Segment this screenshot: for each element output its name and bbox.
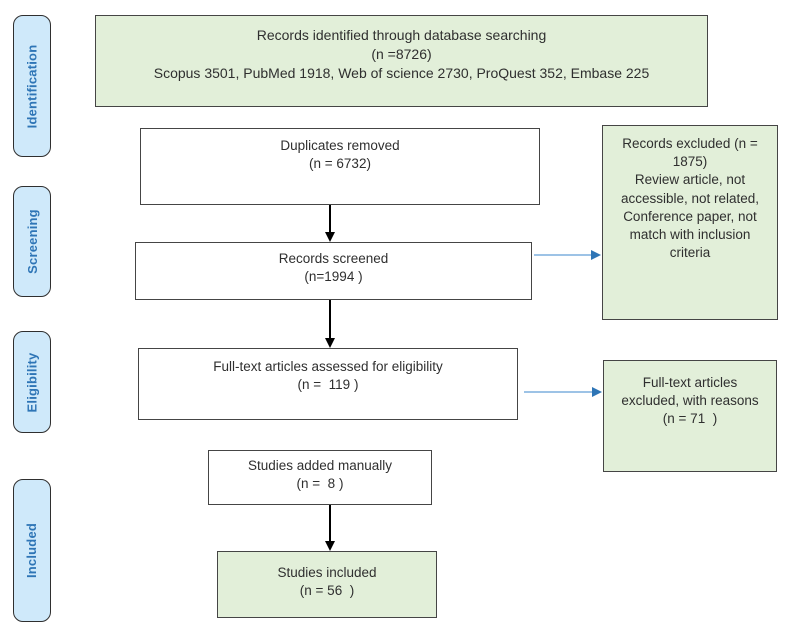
arrow-shaft [329,300,331,338]
arrow-down-head [325,232,335,242]
fulltext-assessed-line1: Full-text articles assessed for eligibil… [213,359,443,374]
arrow-screened-to-fulltext [324,300,336,348]
arrow-fulltext-to-excluded [524,386,602,398]
records-screened-count: (n=1994 ) [304,269,363,285]
studies-included-box: Studies included (n = 56 ) [217,551,437,618]
stage-eligibility-label: Eligibility [24,352,40,412]
duplicates-removed-line1: Duplicates removed [280,138,400,153]
stage-identification-label: Identification [24,44,40,128]
studies-added-count: (n = 8 ) [296,476,344,492]
stage-screening-label: Screening [24,209,40,274]
arrow-shaft [329,205,331,232]
arrow-down-head [325,541,335,551]
studies-included-line1: Studies included [277,565,377,580]
stage-included: Included [13,479,51,622]
stage-included-label: Included [24,522,40,579]
duplicates-removed-box: Duplicates removed (n = 6732) [140,128,540,205]
stage-identification: Identification [13,15,51,157]
arrow-right-head [591,250,601,260]
stage-screening: Screening [13,186,51,297]
duplicates-removed-count: (n = 6732) [309,156,371,172]
arrow-duplicates-to-screened [324,205,336,242]
records-screened-box: Records screened (n=1994 ) [135,242,532,300]
records-excluded-box: Records excluded (n = 1875) Review artic… [602,125,778,320]
records-excluded-reasons: Review article, not accessible, not rela… [620,172,760,261]
fulltext-excluded-count: (n = 71 ) [662,411,718,427]
fulltext-excluded-box: Full-text articles excluded, with reason… [603,360,777,472]
arrow-right-head [592,387,602,397]
records-identified-sources: Scopus 3501, PubMed 1918, Web of science… [153,64,650,81]
arrow-added-to-included [324,505,336,551]
arrow-down-head [325,338,335,348]
arrow-shaft [329,505,331,541]
studies-added-box: Studies added manually (n = 8 ) [208,450,432,505]
fulltext-assessed-count: (n = 119 ) [297,377,359,393]
records-identified-count: (n =8726) [371,45,432,62]
records-identified-box: Records identified through database sear… [95,15,708,107]
studies-added-line1: Studies added manually [247,458,393,473]
fulltext-excluded-line1: Full-text articles excluded, with reason… [621,375,759,409]
studies-included-count: (n = 56 ) [299,583,355,599]
stage-eligibility: Eligibility [13,331,51,433]
records-identified-line1: Records identified through database sear… [256,27,547,43]
arrow-shaft [524,391,592,393]
arrow-screened-to-excluded [534,249,601,261]
fulltext-assessed-box: Full-text articles assessed for eligibil… [138,348,518,420]
arrow-shaft [534,254,591,256]
records-excluded-line1: Records excluded (n = 1875) [622,136,758,170]
records-screened-line1: Records screened [278,251,389,266]
